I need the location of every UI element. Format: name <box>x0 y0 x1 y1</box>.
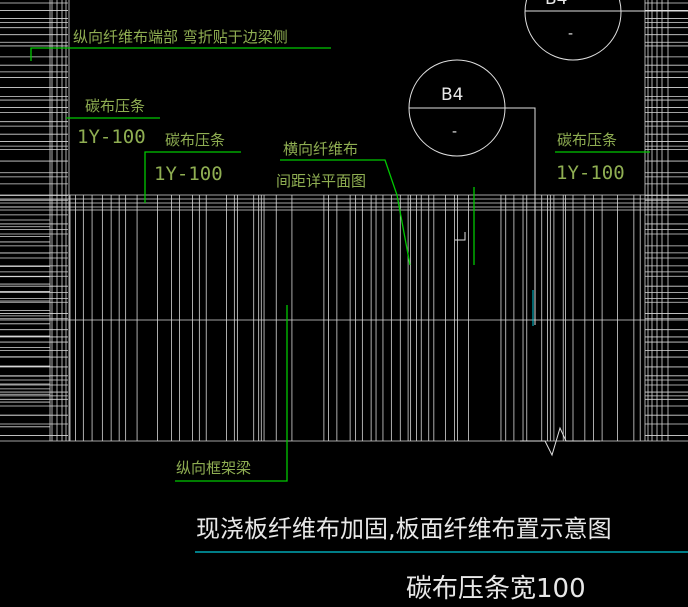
section-marker-top <box>524 0 688 61</box>
strip-right-code: 1Y-100 <box>556 162 625 184</box>
section-top-sub: - <box>568 26 573 42</box>
section-b4-sub: - <box>452 124 457 140</box>
end-note-label: 纵向纤维布端部 弯折贴于边梁侧 <box>73 28 288 46</box>
section-top-label: B4 <box>545 0 567 9</box>
strip-left-1-name: 碳布压条 <box>85 97 145 115</box>
corner-mark <box>455 232 466 241</box>
break-line-symbol <box>520 426 600 457</box>
strip-right-name: 碳布压条 <box>557 131 617 149</box>
strip-left-2-name: 碳布压条 <box>165 131 225 149</box>
section-b4-label: B4 <box>441 85 463 105</box>
beam-label: 纵向框架梁 <box>176 459 251 477</box>
leader-lines <box>30 47 650 482</box>
strip-left-2-code: 1Y-100 <box>154 163 223 185</box>
slab-fiber-grid <box>0 0 688 442</box>
transverse-label-2: 间距详平面图 <box>276 172 366 190</box>
drawing-subtitle: 碳布压条宽100 <box>406 574 586 604</box>
section-marker-b4 <box>408 59 536 325</box>
strip-left-1-code: 1Y-100 <box>77 126 146 148</box>
drawing-title: 现浇板纤维布加固,板面纤维布置示意图 <box>196 515 612 543</box>
transverse-label-1: 横向纤维布 <box>283 140 358 158</box>
